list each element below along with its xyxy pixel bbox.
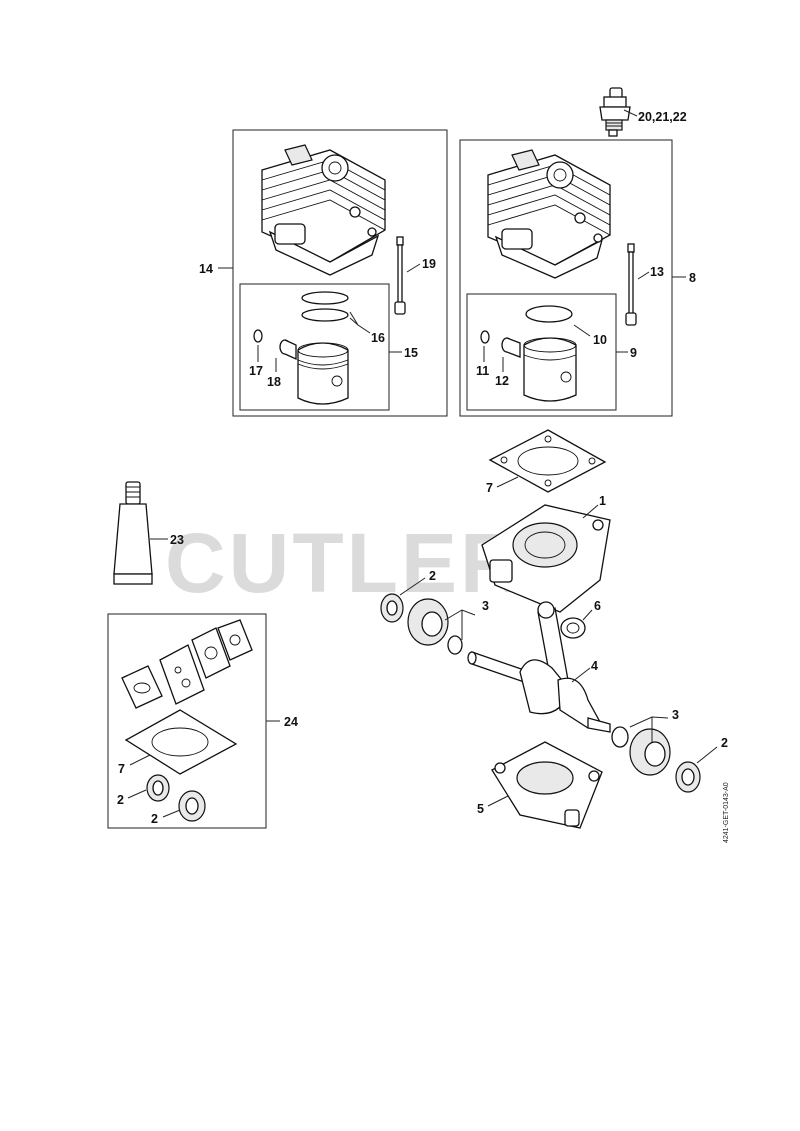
cylinder-bolt-13 (625, 243, 637, 326)
circlip-17 (253, 329, 263, 343)
piston-ring-10 (525, 305, 573, 323)
piston-pin-12 (501, 337, 521, 358)
leader-3b (629, 716, 669, 742)
ball-bearing-left (407, 598, 449, 646)
label-5: 5 (477, 802, 484, 816)
leader-13 (637, 271, 650, 280)
kit-box-8 (459, 139, 673, 417)
crankshaft (467, 601, 611, 733)
retaining-ring-left (447, 635, 463, 655)
label-2-d: 2 (151, 812, 158, 826)
label-14: 14 (199, 262, 213, 276)
crankcase-upper (481, 504, 611, 613)
leader-2b (696, 746, 718, 764)
leader-19 (406, 263, 421, 273)
leader-10 (573, 324, 591, 337)
leader-6 (582, 609, 593, 621)
label-9: 9 (630, 346, 637, 360)
label-18: 18 (267, 375, 281, 389)
retaining-ring-right (611, 726, 629, 748)
label-2-a: 2 (429, 569, 436, 583)
label-2-c: 2 (117, 793, 124, 807)
piston-right (523, 337, 577, 402)
cylinder-gasket-top (488, 429, 607, 493)
leader-2a (399, 577, 426, 596)
label-23: 23 (170, 533, 184, 547)
cylinder-left (261, 144, 386, 276)
label-10: 10 (593, 333, 607, 347)
leader-2d (162, 809, 181, 818)
leader-20 (623, 109, 638, 117)
spark-plug (599, 87, 631, 137)
ball-bearing-right (629, 728, 671, 776)
label-17: 17 (249, 364, 263, 378)
leader-5 (487, 795, 509, 807)
label-3-b: 3 (672, 708, 679, 722)
circlip-11 (480, 330, 490, 344)
label-16: 16 (371, 331, 385, 345)
piston-rings-16 (301, 291, 349, 322)
oil-seal-kit-a (146, 774, 170, 802)
label-24: 24 (284, 715, 298, 729)
oil-seal-left (380, 593, 404, 623)
label-15: 15 (404, 346, 418, 360)
piston-pin-18 (279, 339, 297, 361)
oil-seal-kit-b (178, 790, 206, 822)
leader-1 (582, 504, 599, 519)
label-2-b: 2 (721, 736, 728, 750)
label-20-21-22: 20,21,22 (638, 110, 687, 124)
label-6: 6 (594, 599, 601, 613)
gasket-set (121, 619, 253, 775)
piston-box-15 (239, 283, 390, 411)
label-12: 12 (495, 374, 509, 388)
leader-16 (349, 311, 371, 334)
cylinder-right (487, 149, 611, 279)
oil-seal-right (675, 761, 701, 793)
leader-7b (129, 754, 151, 766)
label-4: 4 (591, 659, 598, 673)
leader-3a (444, 609, 476, 640)
label-1: 1 (599, 494, 606, 508)
drawing-code: 4241-GET-0143-A0 (723, 782, 730, 843)
label-8: 8 (689, 271, 696, 285)
grease-tube (113, 481, 153, 585)
cylinder-bolt-19 (394, 236, 406, 315)
crankcase-lower (491, 741, 603, 829)
leader-4 (571, 667, 591, 683)
label-7-kit: 7 (118, 762, 125, 776)
leader-7a (496, 476, 519, 488)
kit-box-14 (232, 129, 448, 417)
label-19: 19 (422, 257, 436, 271)
needle-cage (560, 617, 586, 639)
label-3-a: 3 (482, 599, 489, 613)
label-11: 11 (476, 364, 489, 378)
piston-left (297, 342, 349, 405)
label-7-top: 7 (486, 481, 493, 495)
label-13: 13 (650, 265, 664, 279)
leader-2c (127, 789, 147, 799)
